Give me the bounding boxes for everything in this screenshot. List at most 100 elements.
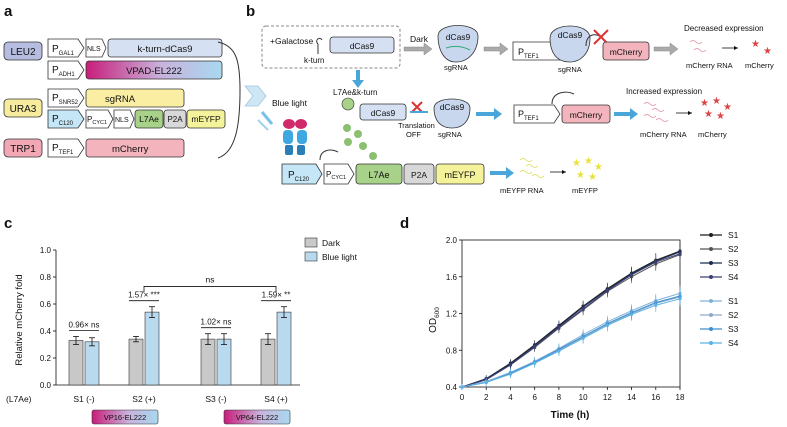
legend-label: S2 [728, 244, 739, 254]
legend-marker [709, 299, 713, 303]
dcas9-protein-3-label: dCas9 [440, 102, 465, 112]
panel-b: +Galactose k-turn dCas9 Dark dCas9 sgRNA… [257, 24, 774, 195]
series-line [461, 253, 681, 388]
promoter-gal1 [47, 38, 85, 58]
mcherry-box [85, 138, 185, 158]
promoter-snr52-label: PSNR52 [52, 93, 79, 106]
svg-text:★: ★ [723, 102, 732, 113]
blue-arrow-mid-2 [614, 108, 638, 120]
l7ae-kturn-label: L7Ae&k-turn [333, 88, 377, 97]
mcherry-gene-top-label: mCherry [610, 47, 643, 57]
line-chart-y-tick-label: 0.4 [446, 383, 458, 392]
legend-label: S1 [728, 296, 739, 306]
dcas9-protein-2-label: dCas9 [558, 30, 583, 40]
sgrna-box [85, 88, 185, 108]
mcherry-gene-top [602, 41, 650, 61]
meyfp-rna [519, 158, 545, 178]
blue-down-arrow [352, 70, 364, 88]
legend-label: S1 [728, 230, 739, 240]
line-chart-y-tick-label: 0.8 [446, 346, 458, 355]
line-chart-x-tick-label: 16 [651, 393, 660, 402]
marker-leu2 [3, 41, 43, 61]
dcas9-mrna-repressed [359, 103, 407, 121]
bar [200, 338, 216, 386]
line-chart-y-tick-label: 1.2 [446, 310, 458, 319]
significance-label: 1.57× *** [128, 291, 160, 300]
line-chart-x-tick-label: 0 [460, 393, 465, 402]
bar [84, 341, 100, 386]
dcas9-protein-1 [437, 25, 479, 63]
nls-box [85, 38, 107, 58]
data-point [605, 288, 609, 293]
bar-chart-y-tick-label: 0.4 [40, 327, 52, 336]
chevron-arrow [244, 85, 267, 107]
group-vp64-label: VP64-EL222 [236, 413, 279, 422]
dcas9-mrna-box [329, 36, 395, 54]
translation-off-line2: OFF [406, 130, 421, 139]
line-chart-x-tick-label: 14 [627, 393, 636, 402]
meyfp-gene [435, 163, 485, 185]
dcas9-protein-2 [549, 25, 591, 63]
mcherry-gene-mid-label: mCherry [570, 110, 603, 120]
meyfp-rna-label: mEYFP RNA [500, 186, 544, 195]
mcherry-rna-label-mid: mCherry RNA [640, 130, 687, 139]
blue-light-label: Blue light [272, 98, 308, 108]
rna-arrowhead-mid [688, 111, 692, 115]
k-turn-label: k-turn [304, 56, 324, 65]
bar [276, 311, 292, 386]
light-ray-1 [260, 111, 274, 125]
bar-chart-category-label: S2 (+) [132, 394, 156, 404]
l7ae-particle-3 [344, 138, 352, 146]
mcherry-gene-mid [561, 104, 611, 124]
panel-a-bracket [217, 41, 241, 159]
legend-label: S3 [728, 258, 739, 268]
legend-blue-label: Blue light [322, 252, 358, 262]
marker-trp1 [3, 138, 43, 158]
promoter-adh1-label: PADH1 [52, 65, 75, 78]
bar-chart-category-label: S4 (+) [264, 394, 288, 404]
series-line [461, 254, 681, 388]
data-point [557, 349, 561, 353]
l7ae-box [134, 109, 164, 129]
legend-blue-swatch [304, 251, 318, 262]
tef1-top-label: PTEF1 [518, 47, 539, 60]
panel-letter-d: d [400, 215, 409, 232]
group-vp16-label: VP16-EL222 [104, 413, 147, 422]
line-chart-x-tick-label: 2 [484, 393, 489, 402]
panel-a: LEU2 URA3 TRP1 PGAL1 NLS k-turn-dCas9 PA… [3, 38, 241, 159]
l7ae-particle-2 [354, 130, 362, 138]
svg-text:★: ★ [712, 96, 721, 107]
data-point [605, 323, 609, 328]
marker-trp1-label: TRP1 [10, 144, 36, 155]
bar [144, 311, 160, 386]
k-turn-dcas9-label: k-turn-dCas9 [138, 44, 193, 55]
data-point [629, 312, 634, 317]
p2a-gene [403, 163, 435, 185]
data-point [533, 361, 537, 365]
line-chart-y-tick-label: 1.6 [446, 273, 458, 282]
c120-promoter-label: PC120 [288, 170, 310, 183]
legend-label: S3 [728, 324, 739, 334]
line-chart-y-label: OD600 [428, 307, 441, 333]
bar-chart-y-tick-label: 0.6 [40, 300, 52, 309]
data-point [654, 303, 658, 307]
mcherry-protein-label-top: mCherry [745, 61, 774, 70]
panel-letter-c: c [4, 215, 12, 232]
bar-chart-category-label: S1 (-) [73, 394, 94, 404]
vpad-el222-box [85, 60, 223, 80]
meyfp-label: mEYFP [191, 114, 221, 124]
galactose-label: +Galactose [270, 36, 314, 46]
mcherry-rna-mid [643, 102, 669, 122]
blue-arrow-mid [476, 108, 502, 120]
rna-arrowhead-bottom [562, 170, 566, 174]
mcherry-stars-mid: ★★★ ★★ [700, 96, 732, 122]
legend-marker [709, 233, 713, 237]
l7ae-particle-4 [359, 142, 367, 150]
promoter-gal1-label: PGAL1 [52, 44, 75, 57]
c120-promoter [281, 163, 323, 185]
svg-text:★: ★ [572, 158, 581, 169]
sgrna-strand-1 [445, 45, 471, 51]
nls-box-2 [113, 109, 135, 129]
legend-marker [709, 261, 713, 265]
